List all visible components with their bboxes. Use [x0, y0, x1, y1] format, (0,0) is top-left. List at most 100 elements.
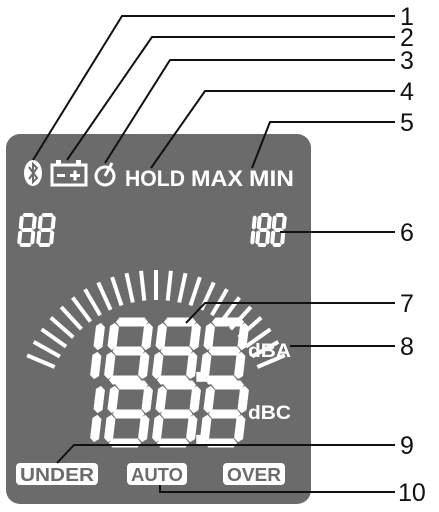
bar-graph-tick — [70, 296, 93, 323]
segment-b — [266, 215, 272, 230]
bar-graph-tick — [188, 276, 202, 307]
segment-a — [115, 380, 149, 390]
svg-text:OVER: OVER — [227, 465, 281, 485]
segment-g — [20, 228, 34, 232]
svg-text:UNDER: UNDER — [20, 465, 94, 485]
segment-d — [38, 243, 51, 247]
bar-graph-tick — [165, 270, 173, 301]
callout-4: 4 — [400, 78, 414, 106]
segment-d — [108, 438, 142, 448]
segment-b — [31, 215, 37, 230]
segment-f — [203, 385, 215, 414]
leader-9 — [56, 444, 395, 464]
bar-graph-tick — [256, 353, 286, 369]
main-display-bottom — [90, 380, 249, 448]
segment-a — [260, 213, 270, 217]
battery-icon — [50, 160, 88, 187]
segment-c — [30, 230, 36, 245]
segment-c — [90, 351, 102, 380]
leader-4 — [150, 90, 395, 169]
segment-c — [186, 351, 198, 380]
segment-g — [160, 409, 193, 419]
segment-f — [155, 385, 167, 414]
bar-graph-tick — [251, 340, 280, 359]
segment-b — [141, 385, 153, 414]
segment-f — [256, 215, 262, 230]
decimal-point — [196, 371, 207, 382]
bluetooth-icon — [24, 160, 42, 186]
digit — [250, 215, 257, 245]
digit — [17, 213, 37, 247]
segment-c — [234, 351, 246, 380]
segment-a — [41, 213, 54, 217]
leader-5 — [251, 121, 395, 169]
segment-g — [112, 409, 145, 419]
min-indicator: MIN — [249, 166, 294, 191]
segment-g — [208, 346, 241, 356]
segment-e — [152, 414, 164, 443]
bar-graph-tick — [244, 327, 272, 349]
bar-graph-tick — [96, 281, 113, 311]
segment-e — [17, 230, 23, 245]
digit — [200, 317, 249, 385]
callout-leaders — [32, 15, 395, 493]
segment-c — [280, 230, 286, 245]
segment-b — [50, 215, 56, 230]
leader-10 — [159, 485, 395, 493]
small-digits-left — [17, 213, 56, 247]
segment-e — [36, 230, 42, 245]
segment-c — [234, 414, 246, 443]
segment-b — [281, 215, 287, 230]
segment-b — [189, 322, 201, 351]
segment-g — [258, 228, 269, 232]
segment-b — [237, 385, 249, 414]
leader-3 — [104, 59, 395, 164]
unit-dba: dBA — [248, 341, 291, 362]
leader-1 — [32, 15, 395, 161]
digit — [270, 213, 287, 247]
segment-g — [208, 409, 241, 419]
segment-f — [37, 215, 43, 230]
segment-d — [257, 243, 267, 247]
over-indicator: OVER — [223, 463, 285, 485]
auto-power-off-icon — [94, 162, 116, 187]
bar-graph-tick — [83, 288, 102, 317]
segment-d — [272, 243, 282, 247]
segment-e — [104, 414, 116, 443]
segment-e — [152, 351, 164, 380]
callout-10: 10 — [398, 479, 426, 507]
digit — [104, 317, 153, 385]
segment-f — [107, 322, 119, 351]
segment-a — [163, 380, 197, 390]
bar-graph-tick — [40, 327, 68, 349]
segment-d — [204, 438, 238, 448]
segment-c — [138, 414, 150, 443]
segment-c — [138, 351, 150, 380]
segment-d — [19, 243, 32, 247]
segment-f — [203, 322, 215, 351]
segment-c — [250, 230, 256, 245]
bar-graph-tick — [124, 272, 135, 303]
callout-7: 7 — [400, 290, 414, 318]
segment-g — [160, 346, 193, 356]
segment-e — [200, 414, 212, 443]
segment-g — [112, 346, 145, 356]
segment-b — [93, 322, 105, 351]
digit — [90, 385, 105, 443]
auto-indicator: AUTO — [127, 463, 187, 485]
hold-indicator: HOLD — [125, 166, 185, 191]
small-digits-right — [250, 213, 287, 247]
callout-2: 2 — [400, 24, 414, 52]
segment-c — [186, 414, 198, 443]
segment-e — [104, 351, 116, 380]
callout-3: 3 — [400, 47, 414, 75]
segment-c — [90, 414, 102, 443]
segment-f — [107, 385, 119, 414]
segment-f — [18, 215, 24, 230]
max-indicator: MAX — [191, 166, 243, 191]
segment-c — [265, 230, 271, 245]
segment-c — [49, 230, 55, 245]
segment-b — [93, 385, 105, 414]
leader-7 — [185, 302, 395, 324]
segment-f — [271, 215, 277, 230]
